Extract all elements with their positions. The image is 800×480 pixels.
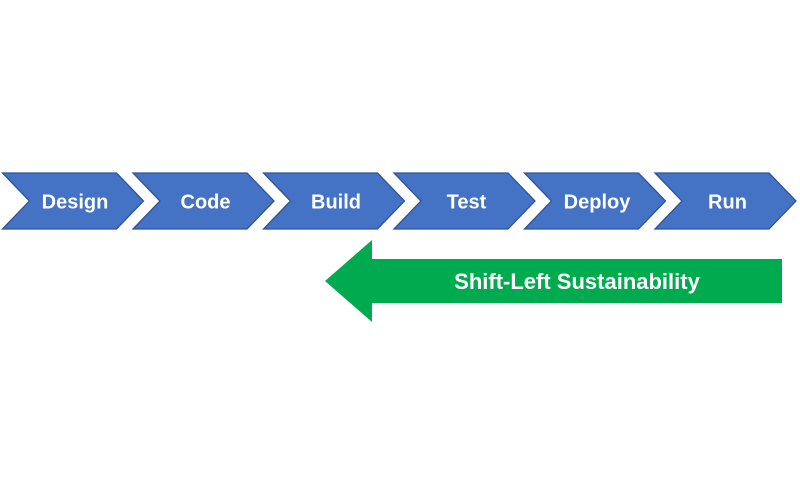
stage-label-deploy: Deploy xyxy=(564,192,632,214)
shift-left-arrow-label: Shift-Left Sustainability xyxy=(454,269,700,294)
stage-chevron-run xyxy=(653,172,797,230)
stage-label-run: Run xyxy=(708,192,747,214)
stage-label-test: Test xyxy=(447,192,487,214)
shift-left-arrow xyxy=(325,240,782,322)
stage-labels: Design Code Build Test Deploy Run xyxy=(42,192,747,214)
stage-chevron-deploy xyxy=(522,172,667,230)
stage-chevron-design xyxy=(0,172,145,230)
stage-chevrons xyxy=(0,172,797,230)
shift-left-arrow-group: Shift-Left Sustainability xyxy=(325,240,782,322)
stage-chevron-build xyxy=(261,172,406,230)
stage-chevron-test xyxy=(392,172,536,230)
stage-label-build: Build xyxy=(311,192,361,214)
stage-label-code: Code xyxy=(181,192,231,214)
stage-label-design: Design xyxy=(42,192,109,214)
stage-chevron-code xyxy=(131,172,275,230)
